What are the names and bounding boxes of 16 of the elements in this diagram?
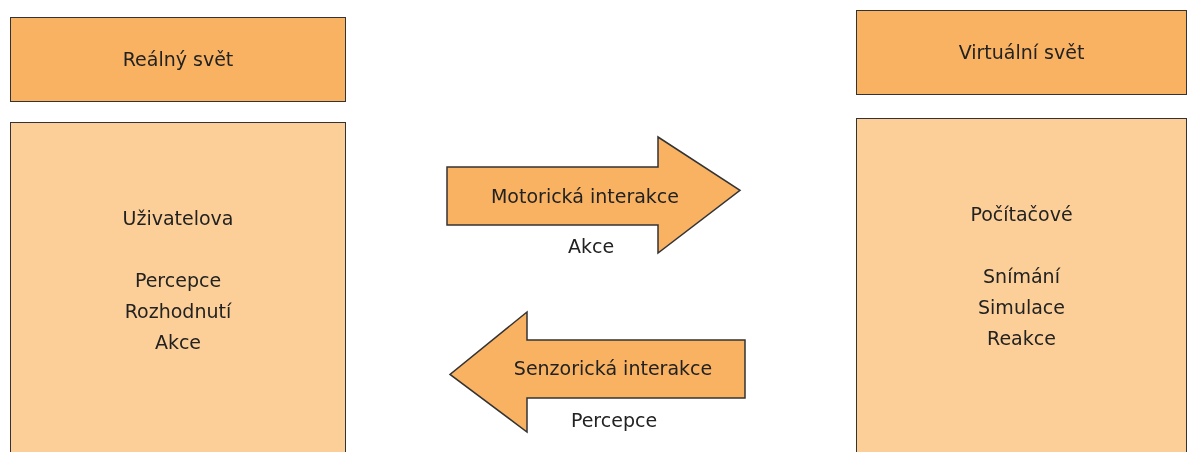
- arrow-label: Senzorická interakce: [513, 355, 713, 381]
- item-list: Snímání Simulace Reakce: [978, 261, 1065, 354]
- item-list: Percepce Rozhodnutí Akce: [124, 265, 232, 358]
- box-label: Počítačové: [970, 202, 1073, 227]
- arrow-caption: Percepce: [570, 407, 658, 433]
- header-box: [856, 10, 1187, 95]
- arrow-caption: Akce: [567, 233, 615, 259]
- box-label: Virtuální svět: [958, 40, 1085, 65]
- block-arrow: [450, 312, 745, 432]
- arrow-label: Motorická interakce: [491, 183, 679, 209]
- block-arrow: [447, 137, 740, 253]
- content-box: [856, 118, 1187, 452]
- header-box: [10, 17, 346, 102]
- box-label: Reálný svět: [122, 47, 234, 72]
- content-box: [10, 122, 346, 452]
- box-label: Uživatelova: [122, 206, 234, 231]
